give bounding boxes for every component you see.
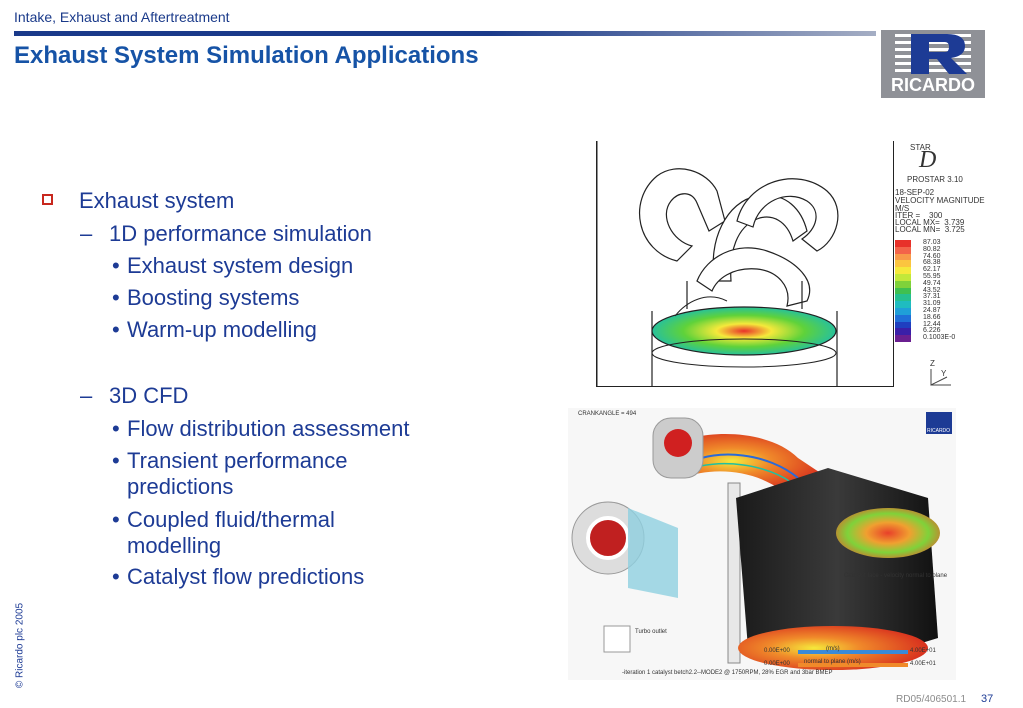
legend-value: 6.226 bbox=[923, 327, 941, 335]
crankangle-label: CRANKANGLE = 494 bbox=[578, 411, 637, 417]
iteration: ITER = 300 bbox=[895, 211, 943, 220]
dot-bullet-icon: • bbox=[112, 564, 120, 589]
manifold-cfd-figure bbox=[596, 141, 894, 387]
legend-value: 87.03 bbox=[923, 239, 941, 246]
quantity-units: M/S bbox=[895, 204, 910, 213]
legend-swatch bbox=[895, 321, 911, 329]
legend-swatch bbox=[895, 328, 911, 336]
legend-value: 31.09 bbox=[923, 300, 941, 308]
bullet-catalyst: Catalyst flow predictions bbox=[127, 564, 365, 589]
legend-value: 43.52 bbox=[923, 286, 941, 294]
ricardo-r-mark-icon bbox=[895, 34, 971, 74]
legend-value: 12.44 bbox=[923, 320, 941, 328]
catalyst-cfd-figure: CRANKANGLE = 494 Catalyst face - velocit… bbox=[568, 408, 956, 680]
bullet-warmup: Warm-up modelling bbox=[127, 317, 317, 342]
bullet-1d-performance: 1D performance simulation bbox=[109, 221, 372, 246]
legend-value: 37.31 bbox=[923, 293, 941, 301]
document-code: RD05/406501.1 bbox=[896, 694, 967, 705]
legend-value: 18.66 bbox=[923, 313, 941, 321]
bullet-exhaust-system: Exhaust system bbox=[79, 188, 235, 213]
legend-swatch bbox=[895, 280, 911, 288]
quantity-name: VELOCITY MAGNITUDE bbox=[895, 196, 985, 205]
axis-y-label: Y bbox=[941, 369, 947, 378]
dot-bullet-icon: • bbox=[112, 317, 120, 342]
section-label: Intake, Exhaust and Aftertreatment bbox=[14, 9, 230, 25]
dash-bullet-icon: – bbox=[80, 221, 93, 246]
legend-value: 68.38 bbox=[923, 259, 941, 267]
prostar-version: PROSTAR 3.10 bbox=[907, 175, 963, 184]
ricardo-logo: RICARDO bbox=[881, 30, 985, 98]
scale-1-max: 4.00E+01 bbox=[910, 648, 936, 654]
legend-value: 24.87 bbox=[923, 307, 941, 314]
legend-value: 74.60 bbox=[923, 252, 941, 260]
legend-swatch bbox=[895, 294, 911, 302]
logo-text: RICARDO bbox=[891, 75, 975, 95]
legend-swatch bbox=[895, 267, 911, 274]
dot-bullet-icon: • bbox=[112, 448, 120, 473]
star-d-icon: D bbox=[919, 147, 937, 173]
legend-swatch bbox=[895, 301, 911, 308]
legend-swatch bbox=[895, 253, 911, 261]
scale-2-max: 4.00E+01 bbox=[910, 661, 936, 667]
legend-swatch bbox=[895, 335, 911, 342]
dash-bullet-icon: – bbox=[80, 383, 93, 408]
legend-value: 49.74 bbox=[923, 279, 941, 287]
bullet-boosting: Boosting systems bbox=[127, 285, 300, 310]
scale-1-min: 0.00E+00 bbox=[764, 648, 790, 654]
turbo-outlet-label: Turbo outlet bbox=[635, 629, 667, 635]
dot-bullet-icon: • bbox=[112, 285, 120, 310]
local-min: LOCAL MN= 3.725 bbox=[895, 225, 965, 234]
axis-z-label: Z bbox=[930, 359, 935, 368]
catalyst-drawing bbox=[568, 408, 956, 680]
legend-swatch bbox=[895, 260, 911, 268]
sim-date: 18-SEP-02 bbox=[895, 188, 935, 197]
scale-2-min: 0.00E+00 bbox=[764, 661, 790, 667]
bullet-coupled: Coupled fluid/thermal modelling bbox=[127, 507, 335, 558]
page-number: 37 bbox=[981, 693, 994, 705]
legend-swatch bbox=[895, 308, 911, 315]
title-rule bbox=[14, 31, 876, 36]
scale-2-units: normal to plane (m/s) bbox=[804, 659, 861, 665]
legend-value: 0.1003E-0 bbox=[923, 334, 956, 342]
legend-value: 80.82 bbox=[923, 245, 941, 253]
legend-value: 62.17 bbox=[923, 266, 941, 274]
dot-bullet-icon: • bbox=[112, 253, 120, 278]
copyright: © Ricardo plc 2005 bbox=[14, 602, 26, 689]
bullet-flow-distribution: Flow distribution assessment bbox=[127, 416, 410, 441]
dot-bullet-icon: • bbox=[112, 416, 120, 441]
legend-swatch bbox=[895, 274, 911, 281]
local-max: LOCAL MX= 3.739 bbox=[895, 218, 965, 227]
axis-triad-icon bbox=[930, 369, 951, 386]
legend-swatch bbox=[895, 240, 911, 247]
ricardo-small-logo-text: RICARDO bbox=[927, 428, 951, 434]
legend-swatch bbox=[895, 246, 911, 254]
velocity-legend: STAR D PROSTAR 3.10 18-SEP-02 VELOCITY M… bbox=[893, 141, 993, 391]
star-logo-text: STAR bbox=[910, 143, 931, 152]
manifold-drawing bbox=[596, 141, 839, 386]
catalyst-face-label: Catalyst face - velocity normal to plane bbox=[844, 573, 948, 579]
figure-caption: -iteration 1 catalyst betch2.2--MODE2 @ … bbox=[622, 670, 833, 676]
legend-swatch bbox=[895, 314, 911, 322]
scale-1-units: (m/s) bbox=[826, 646, 840, 652]
bullet-exhaust-design: Exhaust system design bbox=[127, 253, 354, 278]
legend-swatch bbox=[895, 287, 911, 295]
bullet-3d-cfd: 3D CFD bbox=[109, 383, 189, 408]
page-title: Exhaust System Simulation Applications bbox=[14, 42, 479, 69]
legend-value: 55.95 bbox=[923, 273, 941, 280]
square-bullet-icon bbox=[42, 194, 53, 205]
bullet-transient: Transient performance predictions bbox=[127, 448, 348, 499]
dot-bullet-icon: • bbox=[112, 507, 120, 532]
